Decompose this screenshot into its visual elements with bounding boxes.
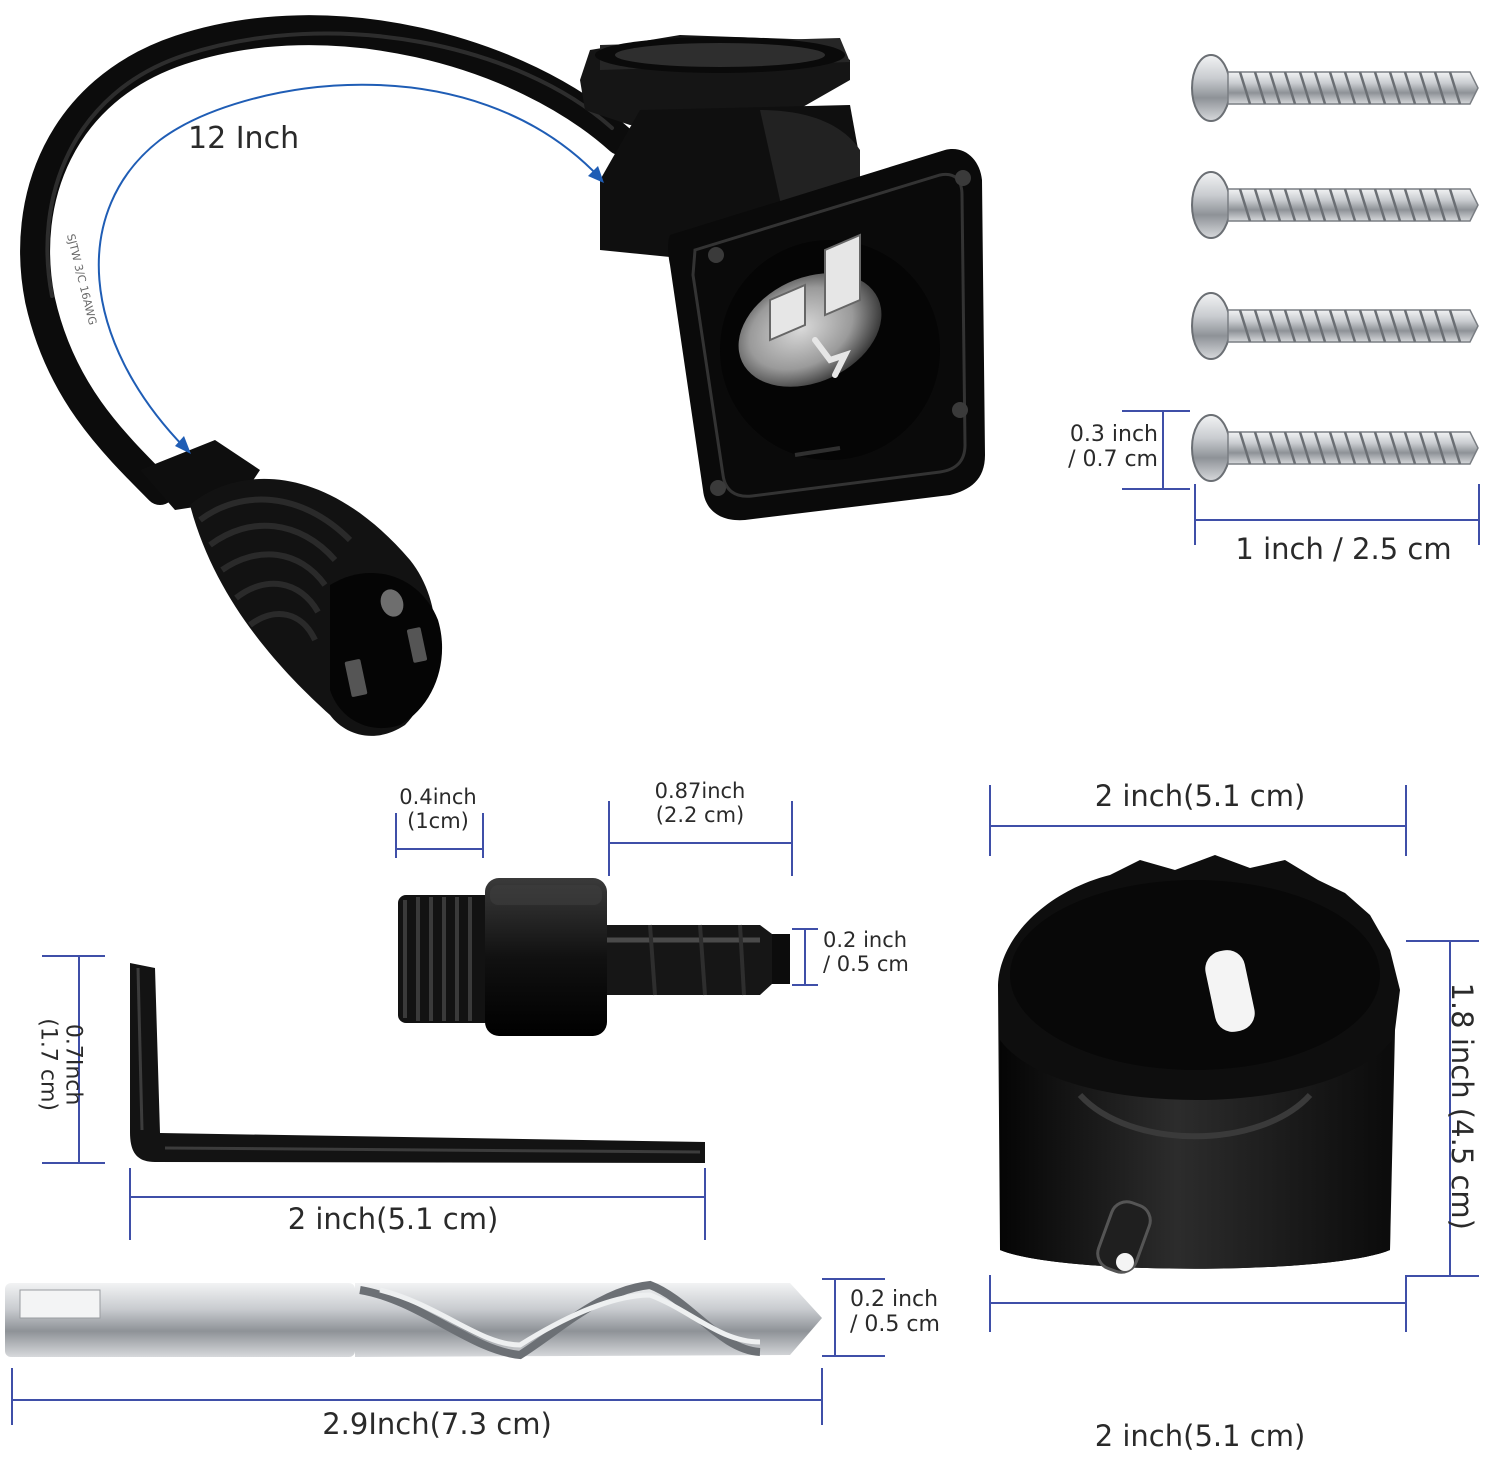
screw-2 [1191, 171, 1479, 239]
hex-wrench [42, 955, 706, 1240]
screw-dimension-lines [1122, 410, 1480, 545]
screw-3 [1191, 292, 1479, 360]
holesaw-bottom-width-label: 2 inch(5.1 cm) [1094, 1419, 1306, 1453]
wrench-height-line1: 0.7Inch [60, 1023, 86, 1106]
arbor-adapter [395, 801, 818, 1036]
screw-4 [1191, 414, 1479, 482]
screw-head-diameter-label: 0.3 inch / 0.7 cm [1045, 422, 1158, 472]
holesaw-top-width-label: 2 inch(5.1 cm) [1094, 779, 1306, 813]
adapter-shank-line1: 0.87inch [654, 779, 746, 803]
arc-arrowhead-bottom [175, 436, 191, 454]
drill-diameter-line1: 0.2 inch [850, 1287, 939, 1312]
screws-group [1122, 54, 1480, 545]
adapter-thread-line2: (1cm) [407, 808, 469, 833]
screw-length-label: 1 inch / 2.5 cm [1235, 532, 1452, 566]
adapter-thread-line1: 0.4inch [399, 785, 477, 809]
cord-length-label: 12 Inch [188, 121, 300, 156]
hole-saw [989, 785, 1479, 1332]
drill-diameter-line2: / 0.5 cm [850, 1311, 940, 1337]
drill-diameter-label: 0.2 inch / 0.5 cm [850, 1287, 970, 1337]
cord-length-arc [97, 83, 601, 449]
adapter-hex-line1: 0.2 inch [823, 928, 908, 952]
arc-arrowhead-top [588, 166, 604, 183]
power-cord [20, 15, 635, 505]
adapter-hex-label: 0.2 inch / 0.5 cm [823, 928, 943, 976]
adapter-thread-label: 0.4inch (1cm) [378, 785, 498, 833]
drill-dimension-lines [11, 1278, 885, 1425]
wrench-dimension-lines [42, 955, 706, 1240]
screw-head-line2: / 0.7 cm [1068, 446, 1158, 472]
female-plug [140, 440, 443, 736]
screw-1 [1191, 54, 1479, 122]
screw-head-line1: 0.3 inch [1069, 422, 1158, 447]
wrench-length-label: 2 inch(5.1 cm) [287, 1202, 499, 1236]
drill-length-label: 2.9Inch(7.3 cm) [322, 1407, 552, 1441]
wrench-height-label: 0.7Inch (1.7 cm) [35, 965, 86, 1165]
power-inlet [580, 35, 985, 521]
adapter-shank-label: 0.87inch (2.2 cm) [620, 779, 780, 827]
power-inlet-cord-group [20, 15, 985, 736]
adapter-hex-line2: / 0.5 cm [823, 951, 909, 976]
pilot-drill-bit [5, 1278, 885, 1425]
adapter-dimension-lines [395, 801, 818, 986]
wrench-height-line2: (1.7 cm) [36, 1018, 61, 1111]
adapter-shank-line2: (2.2 cm) [655, 802, 745, 827]
holesaw-height-label: 1.8 inch (4.5 cm) [1445, 982, 1480, 1230]
holesaw-dimension-lines [989, 785, 1479, 1332]
